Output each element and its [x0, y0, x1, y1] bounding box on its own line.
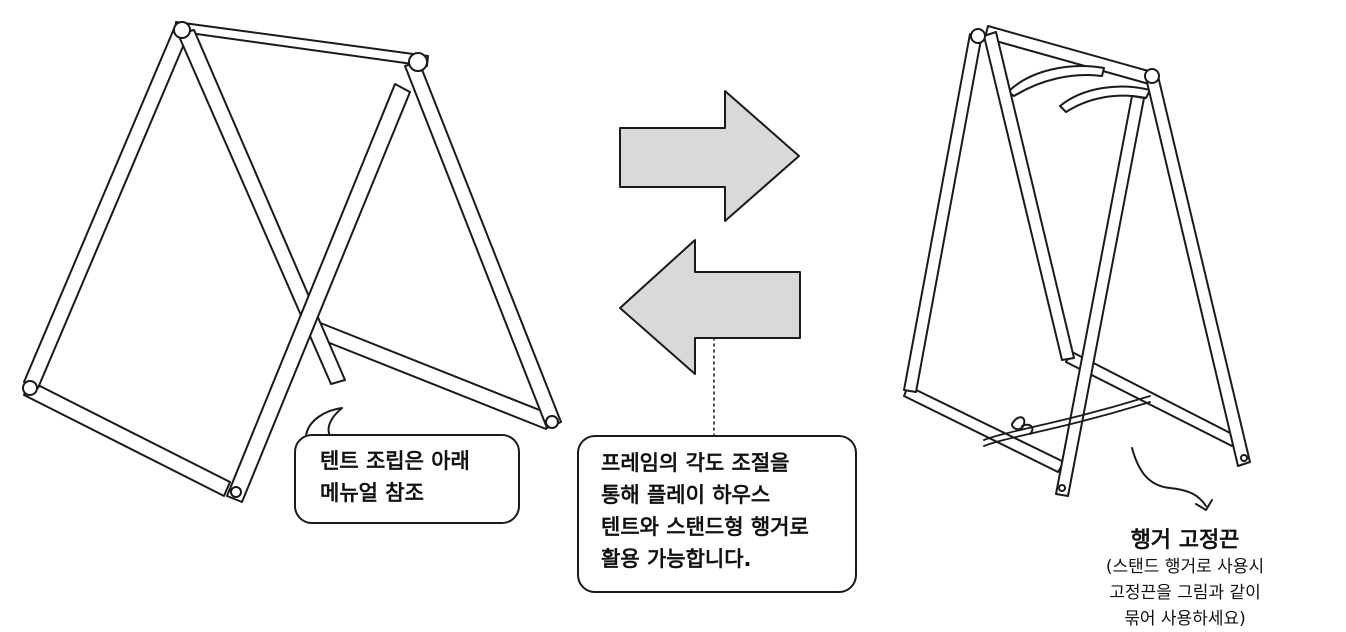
strap-caption-title: 행거 고정끈: [1130, 528, 1240, 553]
bubble-center-line-3: 텐트와 스탠드형 행거로: [601, 515, 809, 539]
tent-front-leg-left: [177, 29, 346, 385]
hanger-hook-2: [1059, 85, 1151, 113]
hanger-fixing-strap: [983, 395, 1151, 447]
hanger-hinge-left: [970, 28, 986, 44]
bubble-left-line-2: 메뉴얼 참조: [320, 481, 424, 505]
tent-front-leg-right: [226, 83, 411, 503]
tent-frame-drawing: [22, 21, 562, 503]
hanger-rear-leg-left: [903, 33, 983, 393]
strap-knot-icon: [1011, 416, 1034, 435]
speech-bubble-left: 텐트 조립은 아래 메뉴얼 참조: [294, 434, 520, 524]
tent-bottom-bar-left: [23, 380, 231, 497]
right-arrow: [619, 90, 800, 222]
caption-pointer-head: [1195, 499, 1213, 511]
bubble-left-line-1: 텐트 조립은 아래: [320, 449, 470, 473]
strap-caption-line-3: 묶어 사용하세요): [1124, 609, 1246, 629]
tent-hinge-top-right: [408, 52, 428, 72]
hanger-hinge-right: [1144, 68, 1160, 84]
left-arrow: [619, 239, 801, 375]
strap-caption-body: (스탠드 행거로 사용시 고정끈을 그림과 같이 묶어 사용하세요): [1060, 554, 1310, 632]
tent-rear-leg-left: [23, 23, 191, 389]
bubble-center-line-2: 통해 플레이 하우스: [601, 483, 771, 507]
speech-bubble-center: 프레임의 각도 조절을 통해 플레이 하우스 텐트와 스탠드형 행거로 활용 가…: [577, 435, 857, 593]
tent-hinge-top-left: [173, 21, 191, 39]
hanger-frame-drawing: [903, 25, 1251, 497]
caption-pointer-arrow: [1131, 447, 1207, 507]
hanger-front-leg-left: [983, 31, 1075, 361]
hanger-front-leg-right: [1055, 95, 1145, 497]
hanger-bottom-bar-left: [903, 385, 1065, 473]
strap-caption-line-1: (스탠드 행거로 사용시: [1105, 557, 1265, 577]
hanger-hook-1: [1007, 65, 1105, 97]
tent-top-bar: [174, 21, 429, 67]
strap-caption-line-2: 고정끈을 그림과 같이: [1109, 583, 1261, 603]
bubble-center-line-4: 활용 가능합니다.: [601, 547, 752, 571]
bubble-left-tail: [305, 407, 343, 437]
bubble-center-line-1: 프레임의 각도 조절을: [601, 451, 790, 475]
